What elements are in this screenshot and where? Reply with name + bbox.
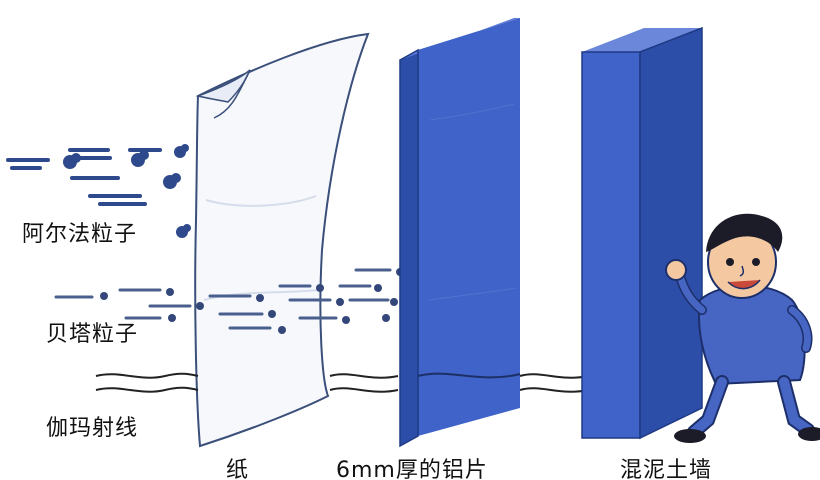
beta-streak (54, 268, 392, 330)
gamma-rays (95, 372, 589, 393)
beta-particle-label: 贝塔粒子 (46, 322, 139, 347)
concrete-wall-caption: 混泥土墙 (620, 458, 713, 480)
alpha-particle-blob (63, 144, 191, 238)
paper-sheet (194, 32, 370, 448)
aluminum-caption: 6mm厚的铝片 (336, 458, 488, 480)
alpha-streak (6, 148, 162, 206)
alpha-particles (6, 144, 191, 238)
concrete-wall (581, 26, 703, 440)
gamma-ray-label: 伽玛射线 (46, 416, 139, 441)
paper-caption: 纸 (226, 458, 250, 480)
aluminum-sheet (399, 18, 520, 448)
beta-particle-dot (100, 268, 404, 334)
man-illustration (665, 213, 820, 443)
alpha-particle-label: 阿尔法粒子 (22, 222, 138, 247)
beta-particles (54, 268, 404, 334)
